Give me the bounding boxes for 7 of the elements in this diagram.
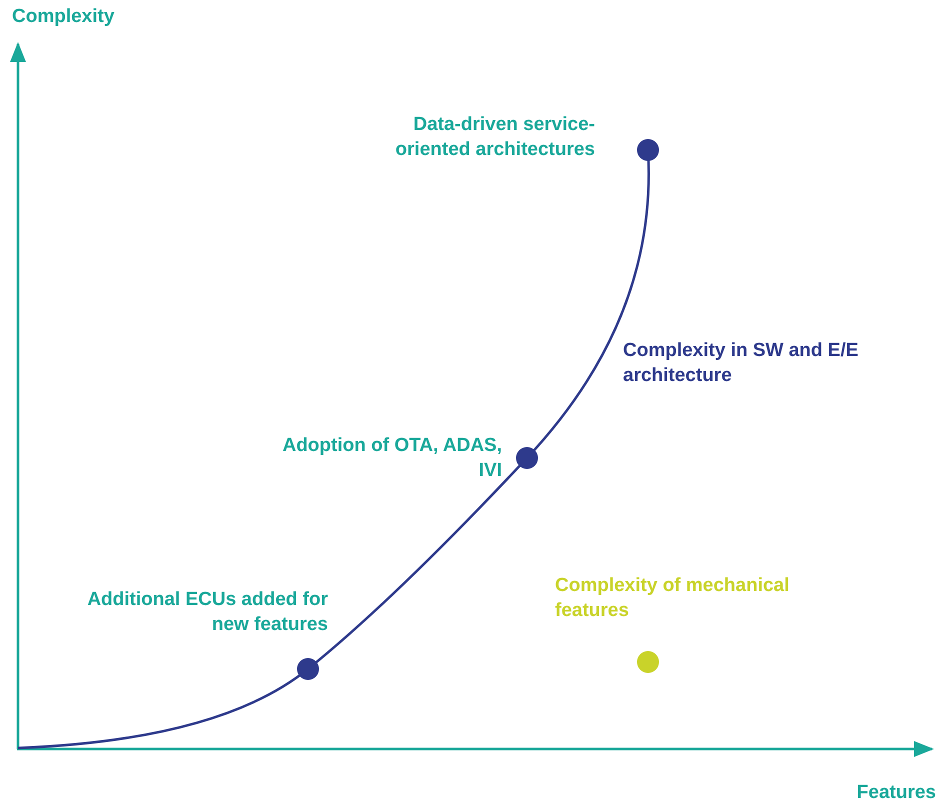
axis-title: Features — [856, 781, 936, 805]
point-label: Adoption of OTA, ADAS, IVI — [281, 434, 502, 483]
axis-title: Complexity — [12, 5, 116, 29]
point-label: Complexity of mechanical features — [555, 574, 790, 623]
point-label: Data-driven service-oriented architectures — [395, 113, 595, 162]
point-label: Additional ECUs added for new features — [86, 588, 328, 637]
curve-label: Complexity in SW and E/E architecture — [623, 339, 860, 388]
